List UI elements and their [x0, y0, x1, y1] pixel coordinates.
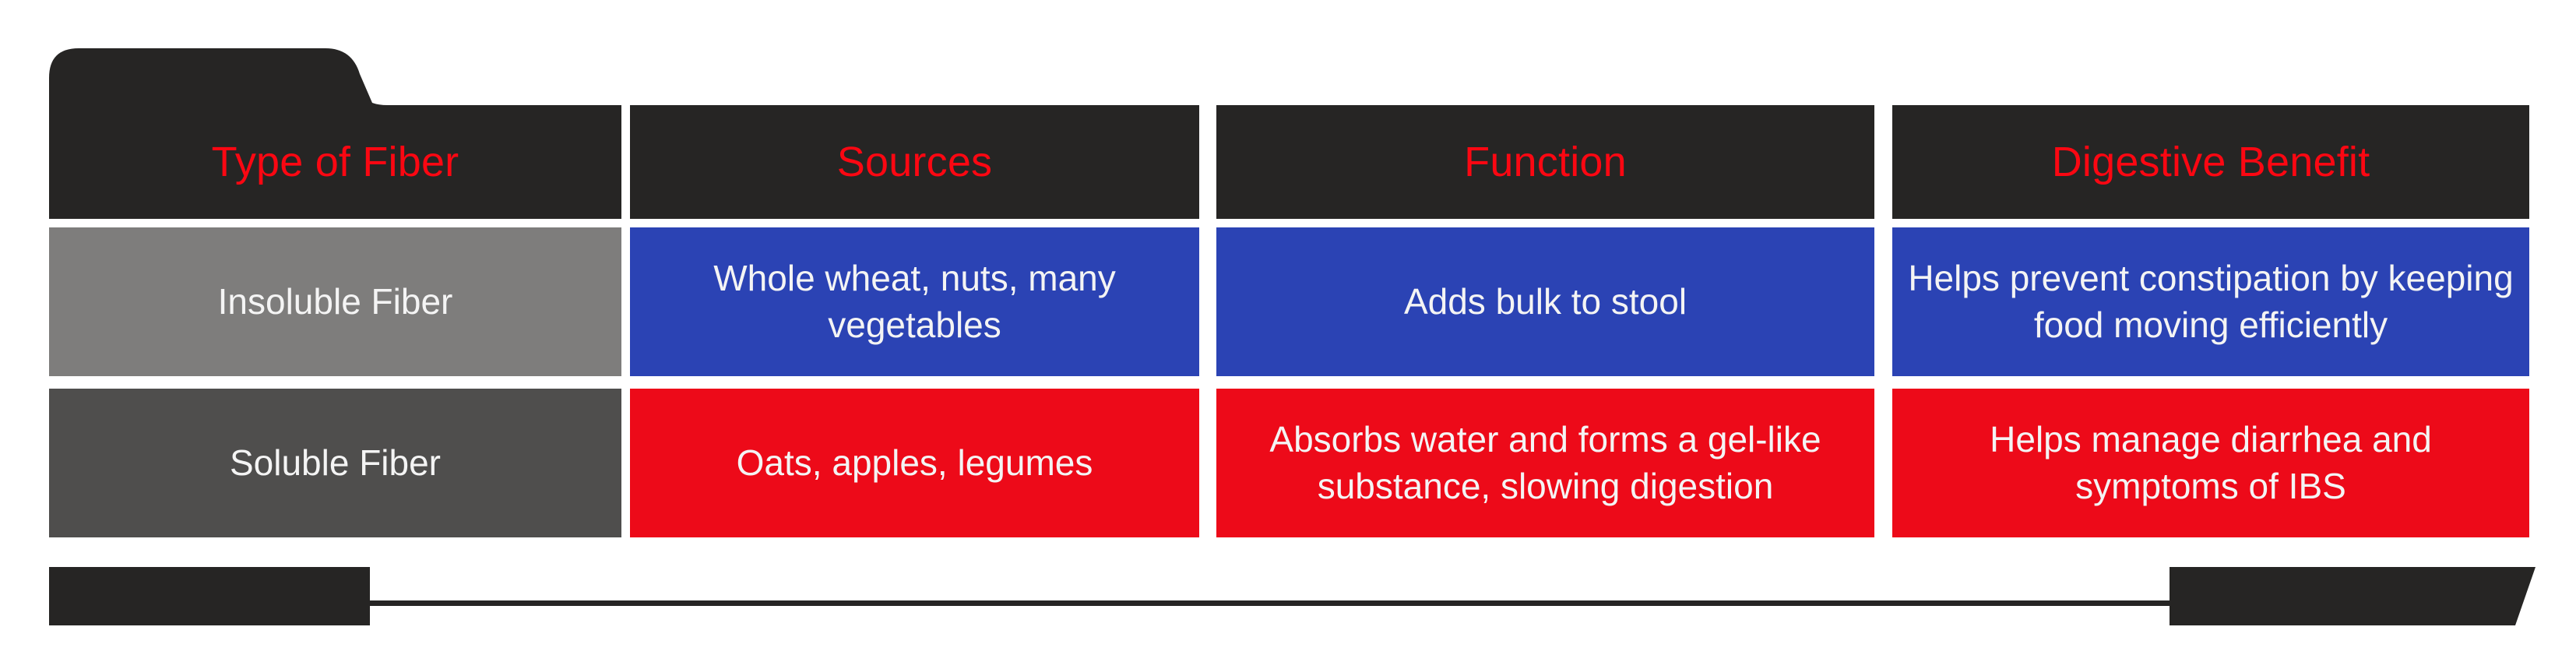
cell-sources-soluble-fiber: Oats, apples, legumes [630, 389, 1199, 537]
cell-type-soluble-fiber: Soluble Fiber [49, 389, 621, 537]
table-header-row: Type of Fiber Sources Function Digestive… [49, 105, 2529, 219]
table-row: Soluble Fiber Oats, apples, legumes Abso… [49, 389, 2529, 537]
column-header-type-of-fiber: Type of Fiber [211, 139, 459, 185]
bottom-right-arrow-block [2170, 567, 2536, 625]
cell-type-insoluble-fiber: Insoluble Fiber [49, 227, 621, 376]
cell-benefit-soluble-fiber: Helps manage diarrhea and symptoms of IB… [1892, 389, 2529, 537]
cell-function-soluble-fiber: Absorbs water and forms a gel-like subst… [1216, 389, 1874, 537]
cell-sources-insoluble-fiber: Whole wheat, nuts, many vegetables [630, 227, 1199, 376]
cell-function-insoluble-fiber: Adds bulk to stool [1216, 227, 1874, 376]
bottom-left-block [49, 567, 370, 625]
cell-benefit-insoluble-fiber: Helps prevent constipation by keeping fo… [1892, 227, 2529, 376]
table-row: Insoluble Fiber Whole wheat, nuts, many … [49, 227, 2529, 376]
column-header-sources: Sources [630, 105, 1199, 219]
column-header-function: Function [1216, 105, 1874, 219]
bottom-arrow-bar [49, 567, 2536, 625]
column-header-digestive-benefit: Digestive Benefit [1892, 105, 2529, 219]
